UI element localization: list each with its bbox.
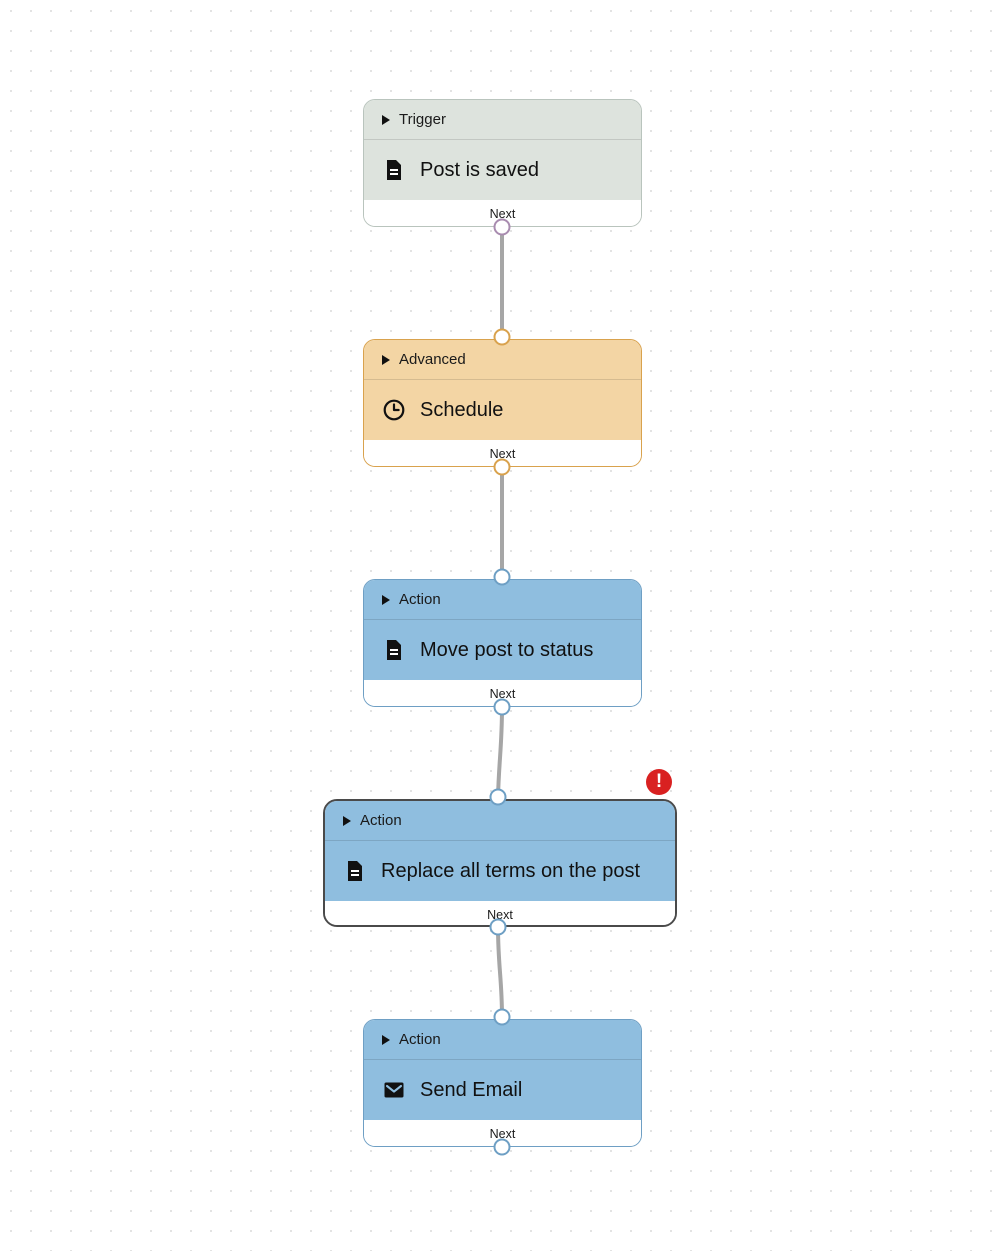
node-category-label: Advanced <box>399 351 466 368</box>
node-advanced-schedule[interactable]: Advanced Schedule Next <box>363 339 642 467</box>
port-in-advanced-schedule[interactable] <box>493 328 511 346</box>
node-title: Schedule <box>420 398 504 421</box>
node-body: Schedule <box>364 380 641 440</box>
port-in-action-send-email[interactable] <box>493 1008 511 1026</box>
node-action-send-email[interactable]: Action Send Email Next <box>363 1019 642 1147</box>
node-action-replace-all-terms-on-the-post[interactable]: Action Replace all terms on the post Nex… <box>323 799 677 927</box>
node-action-move-post-to-status[interactable]: Action Move post to status Next <box>363 579 642 707</box>
port-out-action-send-email[interactable] <box>493 1138 511 1156</box>
node-category-label: Trigger <box>399 111 446 128</box>
chevron-right-icon[interactable] <box>382 114 390 125</box>
node-title: Move post to status <box>420 638 594 661</box>
node-category-label: Action <box>399 591 441 608</box>
document-icon <box>387 160 401 180</box>
node-header[interactable]: Trigger <box>364 100 641 140</box>
chevron-right-icon[interactable] <box>382 594 390 605</box>
node-body: Post is saved <box>364 140 641 200</box>
node-header[interactable]: Action <box>325 801 675 841</box>
node-category-label: Action <box>360 812 402 829</box>
node-header[interactable]: Action <box>364 1020 641 1060</box>
node-title: Post is saved <box>420 158 539 181</box>
port-out-action-replace-all-terms-on-the-post[interactable] <box>489 918 507 936</box>
node-body: Replace all terms on the post <box>325 841 675 901</box>
document-icon <box>387 640 401 660</box>
node-trigger-post-is-saved[interactable]: Trigger Post is saved Next <box>363 99 642 227</box>
chevron-right-icon[interactable] <box>382 1034 390 1045</box>
node-body: Move post to status <box>364 620 641 680</box>
edge-action-move-to-action-replace <box>496 705 504 799</box>
node-category-label: Action <box>399 1031 441 1048</box>
port-in-action-replace-all-terms-on-the-post[interactable] <box>489 788 507 806</box>
envelope-icon <box>384 1082 404 1098</box>
port-out-action-move-post-to-status[interactable] <box>493 698 511 716</box>
node-title: Replace all terms on the post <box>381 859 641 882</box>
edge-action-replace-to-send-email <box>496 925 504 1019</box>
port-out-advanced-schedule[interactable] <box>493 458 511 476</box>
error-badge[interactable]: ! <box>646 769 672 795</box>
port-in-action-move-post-to-status[interactable] <box>493 568 511 586</box>
document-icon <box>348 861 362 881</box>
chevron-right-icon[interactable] <box>343 815 351 826</box>
clock-icon <box>383 399 405 421</box>
error-badge-symbol: ! <box>655 770 663 792</box>
node-header[interactable]: Advanced <box>364 340 641 380</box>
node-header[interactable]: Action <box>364 580 641 620</box>
node-title: Send Email <box>420 1078 523 1101</box>
chevron-right-icon[interactable] <box>382 354 390 365</box>
port-out-trigger-post-is-saved[interactable] <box>493 218 511 236</box>
node-body: Send Email <box>364 1060 641 1120</box>
